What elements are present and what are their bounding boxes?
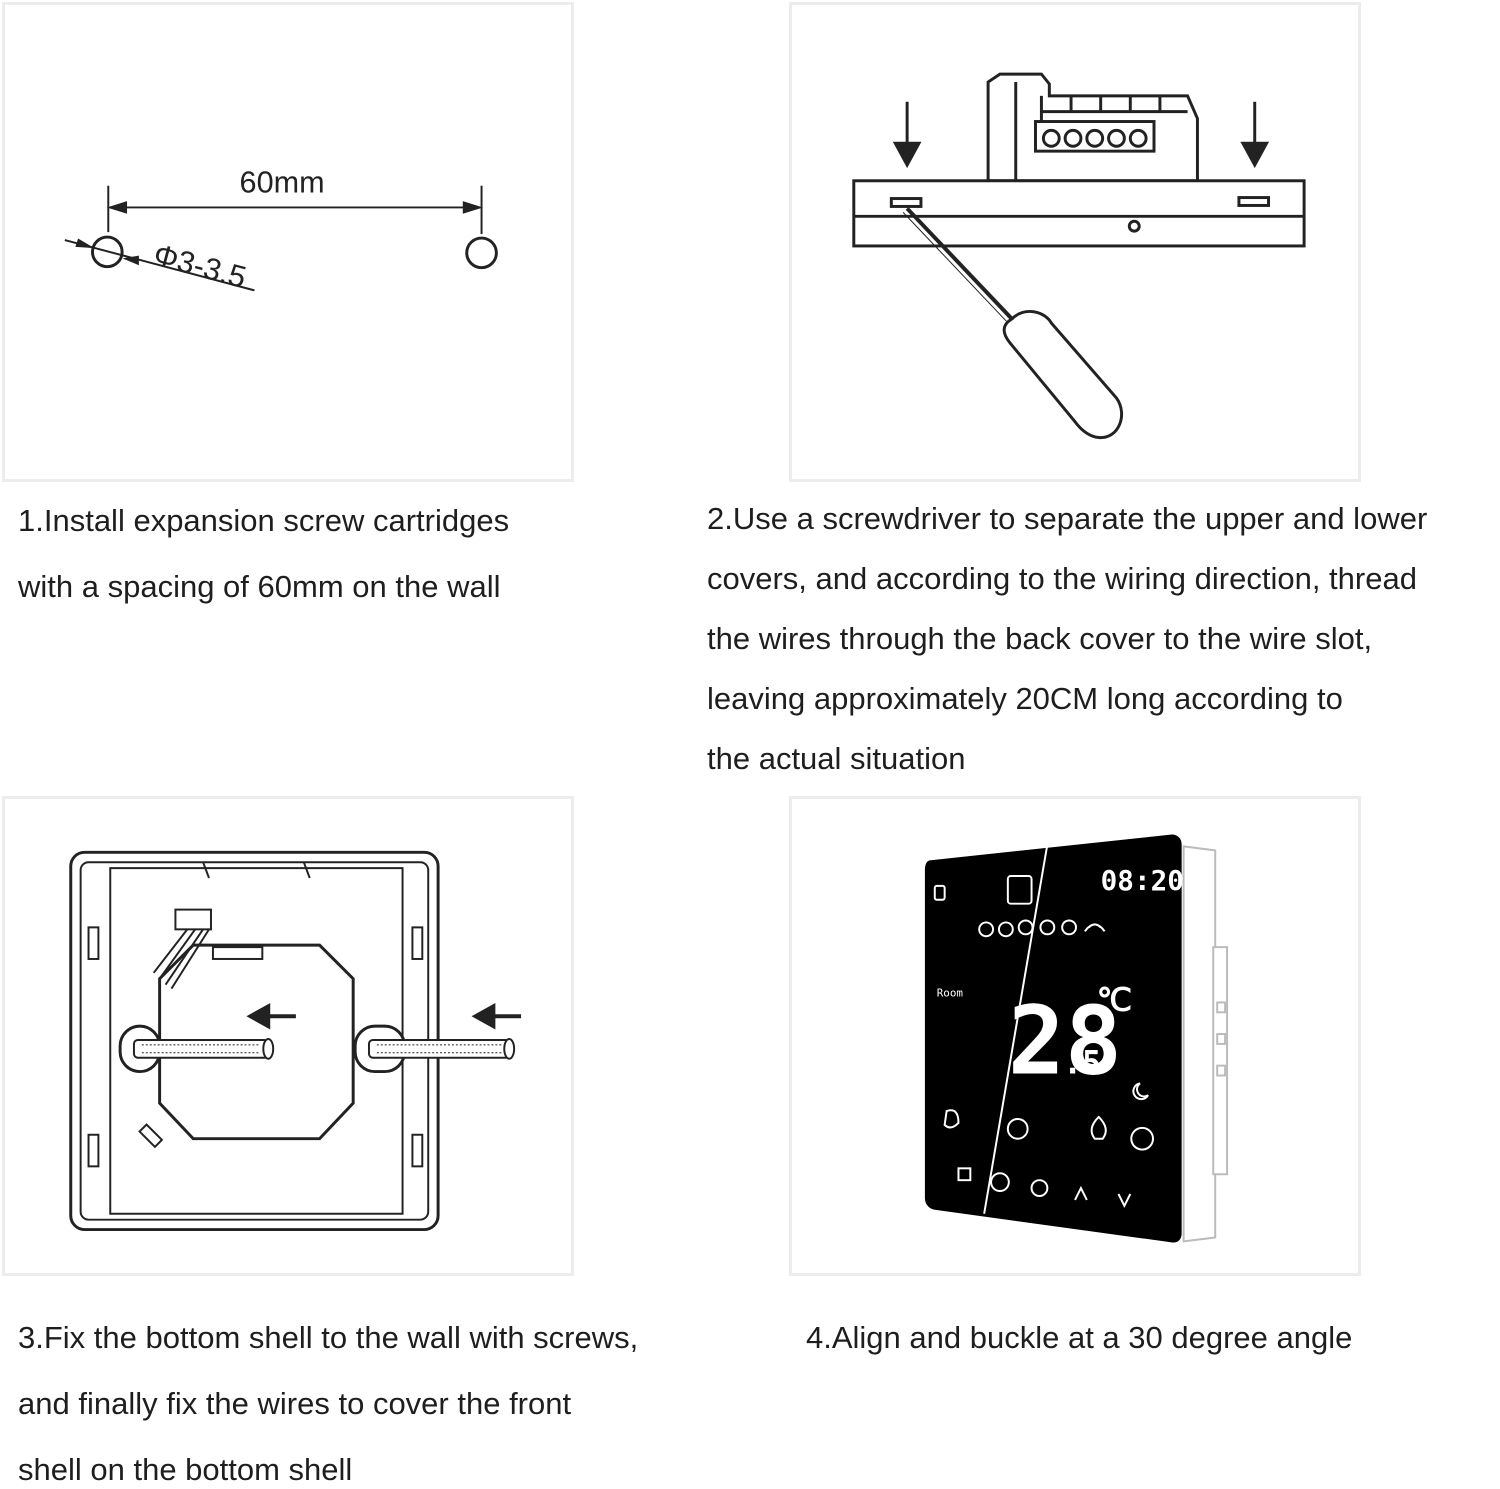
step4-caption: 4.Align and buckle at a 30 degree angle [806,1322,1486,1362]
step3-panel [2,796,574,1276]
temperature-unit: ℃ [1097,982,1132,1018]
step1-caption: 1.Install expansion screw cartridges wit… [18,505,638,615]
spacing-label: 60mm [240,166,325,200]
caption-line: and finally fix the wires to cover the f… [18,1386,572,1421]
screw-right [367,1038,511,1059]
step3-caption: 3.Fix the bottom shell to the wall with … [18,1320,718,1487]
moon-icon [1132,1082,1149,1101]
step2-illustration [852,72,1306,440]
down-arrow-icon [1117,1193,1132,1209]
calendar-icon [1006,875,1033,905]
step3-illustration [69,850,522,1232]
caption-line: 3.Fix the bottom shell to the wall with … [18,1320,639,1355]
caption-line: leaving approximately 20CM long accordin… [707,681,1343,716]
release-slot-right [1237,196,1271,207]
caption-line: 2.Use a screwdriver to separate the uppe… [707,501,1428,536]
room-label: Room [937,987,964,1000]
caption-line: covers, and according to the wiring dire… [707,561,1417,596]
connector [174,908,212,931]
screwdriver-icon [902,207,1124,440]
caption-line: with a spacing of 60mm on the wall [18,569,501,604]
screw-hole-left [90,235,124,269]
menu-icon [957,1167,972,1182]
power-icon [1030,1179,1049,1197]
dimension-arrow-left [106,201,128,214]
heat-icon [1017,919,1034,936]
temperature-decimal: .5 [1063,1046,1101,1082]
caption-line: shell on the bottom shell [18,1452,353,1487]
step4-panel: 08:20 28 .5 ℃ Room [789,796,1361,1276]
step1-panel: 60mm Φ3-3.5 [2,2,574,482]
release-slot-left [889,197,923,208]
step2-panel [789,2,1361,482]
caption-line: 4.Align and buckle at a 30 degree angle [806,1320,1353,1355]
screw-hole-right [465,236,498,270]
diameter-label: Φ3-3.5 [150,238,250,295]
clock-display: 08:20 [1101,864,1184,897]
program-icon [990,1172,1010,1193]
caption-line: the actual situation [707,741,966,776]
temperature-main: 28 [1008,987,1122,1097]
settings-icon [1039,919,1056,936]
eco-mode-icon [1130,1126,1154,1151]
step4-illustration: 08:20 28 .5 ℃ Room [924,834,1229,1243]
flame-icon [1090,1115,1107,1140]
caption-line: the wires through the back cover to the … [707,621,1373,656]
leaf-icon [943,1109,960,1129]
step2-caption: 2.Use a screwdriver to separate the uppe… [707,503,1497,783]
caption-line: 1.Install expansion screw cartridges [18,503,510,538]
screw-left [132,1038,270,1059]
wifi-icon [1084,923,1106,932]
fan-speed-icon [1061,919,1077,936]
lock-icon [933,884,946,901]
step1-illustration: 60mm Φ3-3.5 [64,166,498,295]
clock-icon [1006,1117,1029,1140]
up-arrow-icon [1074,1185,1088,1201]
snowflake-icon [978,921,995,938]
base-plate [852,179,1306,248]
fan-icon [997,921,1014,938]
diameter-leader-line [64,239,255,292]
dimension-arrow-right [462,201,483,214]
